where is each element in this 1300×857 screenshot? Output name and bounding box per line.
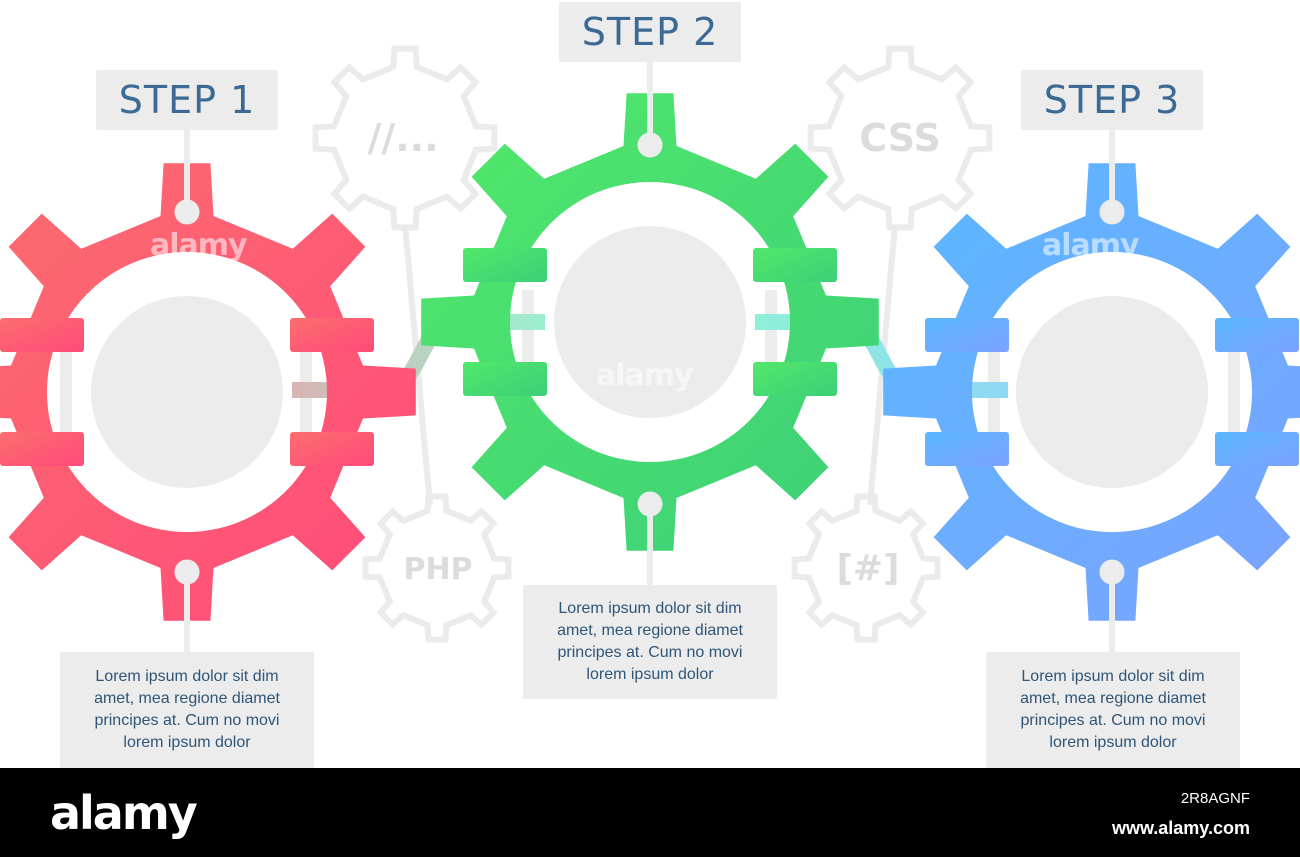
description-line: lorem ipsum dolor xyxy=(586,666,714,683)
step-1-description: Lorem ipsum dolor sit dim amet, mea regi… xyxy=(60,652,314,768)
gear-icon xyxy=(0,163,416,621)
description-line: principes at. Cum no movi xyxy=(94,712,280,729)
guide-line xyxy=(765,290,777,378)
gear-tooth-bar xyxy=(1215,432,1299,466)
description-line: principes at. Cum no movi xyxy=(1020,712,1206,729)
guide-line xyxy=(522,290,534,378)
step-3-description: Lorem ipsum dolor sit dim amet, mea regi… xyxy=(986,652,1240,768)
gear-tooth-bar xyxy=(753,362,837,396)
gear-center-circle xyxy=(554,226,746,418)
infographic-stage: //... CSS PHP [#] STEP 1 STEP 2 STEP 3 L… xyxy=(0,2,1300,768)
step-pin-dot xyxy=(174,559,200,585)
gear-tooth-bar xyxy=(925,432,1009,466)
step-pin-dot xyxy=(174,199,200,225)
description-line: Lorem ipsum dolor sit dim xyxy=(1021,668,1205,685)
step-1-label: STEP 1 xyxy=(96,70,278,130)
step-pin-dot xyxy=(637,491,663,517)
gear-tooth-bar xyxy=(753,248,837,282)
watermark-text: alamy xyxy=(150,228,248,263)
description-line: lorem ipsum dolor xyxy=(123,734,251,751)
step-3-label: STEP 3 xyxy=(1021,70,1203,130)
description-line: amet, mea regione diamet xyxy=(94,690,280,707)
description-line: principes at. Cum no movi xyxy=(557,644,743,661)
gear-center-circle xyxy=(1016,296,1208,488)
gear-tooth-bar xyxy=(0,318,84,352)
diagram-svg xyxy=(0,45,1300,652)
gear-icon xyxy=(883,163,1300,621)
step-2-description: Lorem ipsum dolor sit dim amet, mea regi… xyxy=(523,585,777,699)
gear-tooth-bar xyxy=(290,432,374,466)
step-pin-dot xyxy=(1099,559,1125,585)
step-pin-dot xyxy=(637,132,663,158)
background-gear-label: PHP xyxy=(403,551,473,587)
gear-tooth-bar xyxy=(463,362,547,396)
watermark-text: alamy xyxy=(1042,228,1140,263)
gear-tooth-bar xyxy=(0,432,84,466)
image-id: 2R8AGNF xyxy=(1180,790,1250,807)
footer-logo: alamy xyxy=(50,786,198,840)
description-line: lorem ipsum dolor xyxy=(1049,734,1177,751)
description-line: Lorem ipsum dolor sit dim xyxy=(95,668,279,685)
watermark-text: alamy xyxy=(596,358,694,393)
background-gear-label: [#] xyxy=(836,547,900,589)
footer-bar: alamy 2R8AGNF www.alamy.com xyxy=(0,768,1300,857)
gear-tooth-bar xyxy=(925,318,1009,352)
site-url: www.alamy.com xyxy=(1111,818,1250,838)
gear-tooth-bar xyxy=(290,318,374,352)
gear-center-circle xyxy=(91,296,283,488)
description-line: Lorem ipsum dolor sit dim xyxy=(558,600,742,617)
step-pin-dot xyxy=(1099,199,1125,225)
gear-tooth-bar xyxy=(1215,318,1299,352)
background-gear-label: //... xyxy=(367,116,439,160)
step-2-label: STEP 2 xyxy=(559,2,741,62)
description-line: amet, mea regione diamet xyxy=(1020,690,1206,707)
guide-line xyxy=(1228,348,1240,436)
background-gear-label: CSS xyxy=(859,116,941,160)
guide-line xyxy=(60,348,72,436)
description-line: amet, mea regione diamet xyxy=(557,622,743,639)
gear-icon xyxy=(421,93,879,551)
gear-tooth-bar xyxy=(463,248,547,282)
